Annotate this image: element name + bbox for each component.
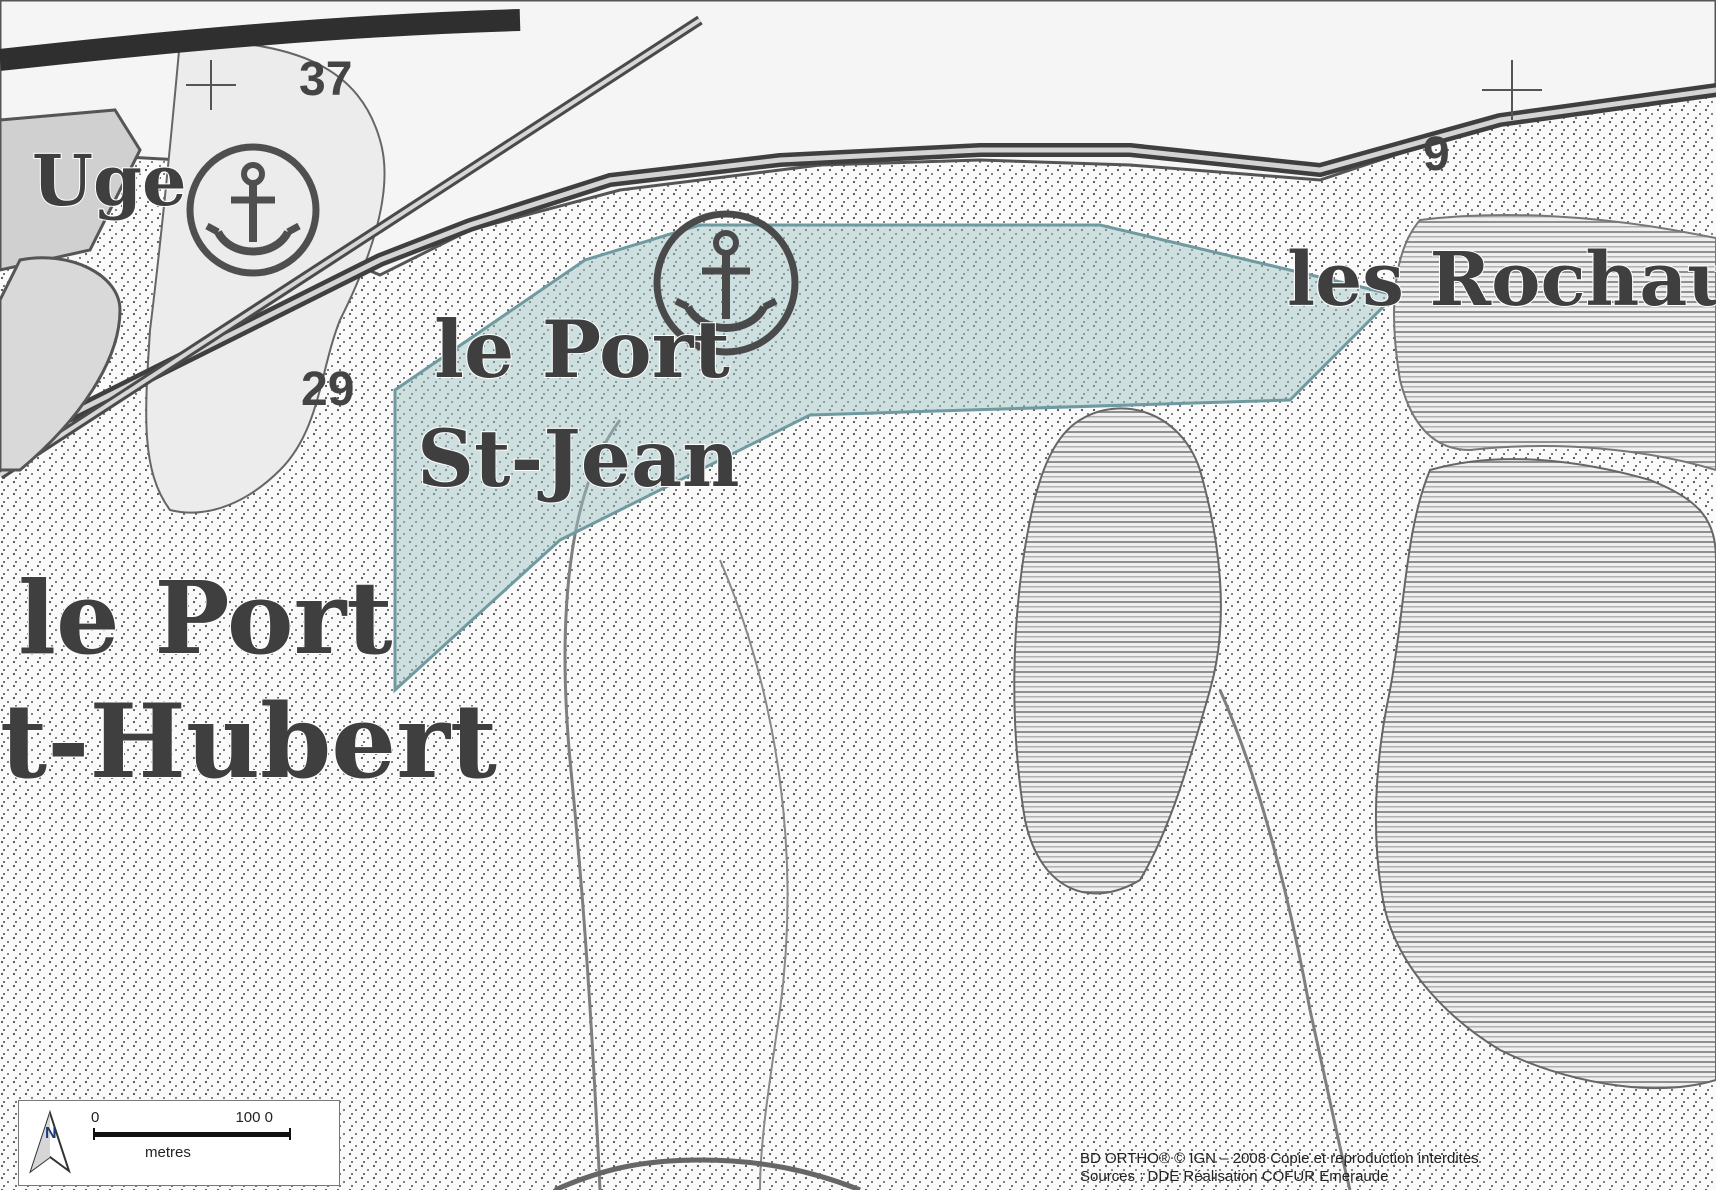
contour-2: [719, 559, 789, 1190]
les-rochaux-label: les Rochaux: [1287, 237, 1716, 323]
elevation-37: 37: [299, 53, 352, 106]
elevation-9: 9: [1423, 128, 1450, 181]
top-left-road: [0, 9, 521, 71]
map-credits: BD ORTHO® © IGN – 2008 Copie et reproduc…: [1080, 1150, 1700, 1186]
highlight-zone: [393, 223, 1398, 694]
scale-end: 100 0: [235, 1109, 273, 1126]
left-buildings-2: [0, 256, 122, 472]
anchor-icon: [653, 210, 799, 356]
water-pool-3: [1393, 214, 1716, 472]
left-bay: [145, 38, 386, 514]
bottom-curve: [553, 1157, 861, 1190]
scale-bar: N 0 100 0 metres: [18, 1100, 340, 1186]
partial-top-left-label: Uge: [32, 139, 187, 222]
water-pool-2: [1374, 458, 1716, 1089]
grid-marker-right: [1482, 60, 1542, 120]
port-st-jean-line1: le Port: [434, 303, 730, 396]
credits-line-1: BD ORTHO® © IGN – 2008 Copie et reproduc…: [1080, 1150, 1479, 1167]
scale-bar-line: [93, 1128, 291, 1140]
diagonal-road-core: [0, 18, 702, 477]
port-st-hubert-line2: t-Hubert: [0, 682, 497, 802]
anchor-icon: [186, 143, 320, 277]
port-st-hubert-line1: le Port: [18, 559, 393, 677]
north-label: N: [45, 1125, 57, 1142]
shore-road-core: [0, 87, 1716, 453]
contour-3: [1218, 689, 1352, 1190]
grid-marker-left: [186, 60, 236, 110]
elevation-29: 29: [301, 363, 354, 416]
north-arrow-icon: [29, 1109, 71, 1174]
credits-line-2: Sources : DDE Réalisation COFUR Emeraude: [1080, 1168, 1389, 1185]
contour-1: [563, 419, 622, 1190]
scale-start: 0: [91, 1109, 100, 1126]
water-pool-1: [1013, 407, 1222, 895]
left-buildings-1: [0, 108, 142, 272]
port-st-jean-line2: St-Jean: [417, 412, 740, 505]
scale-unit: metres: [145, 1144, 191, 1161]
